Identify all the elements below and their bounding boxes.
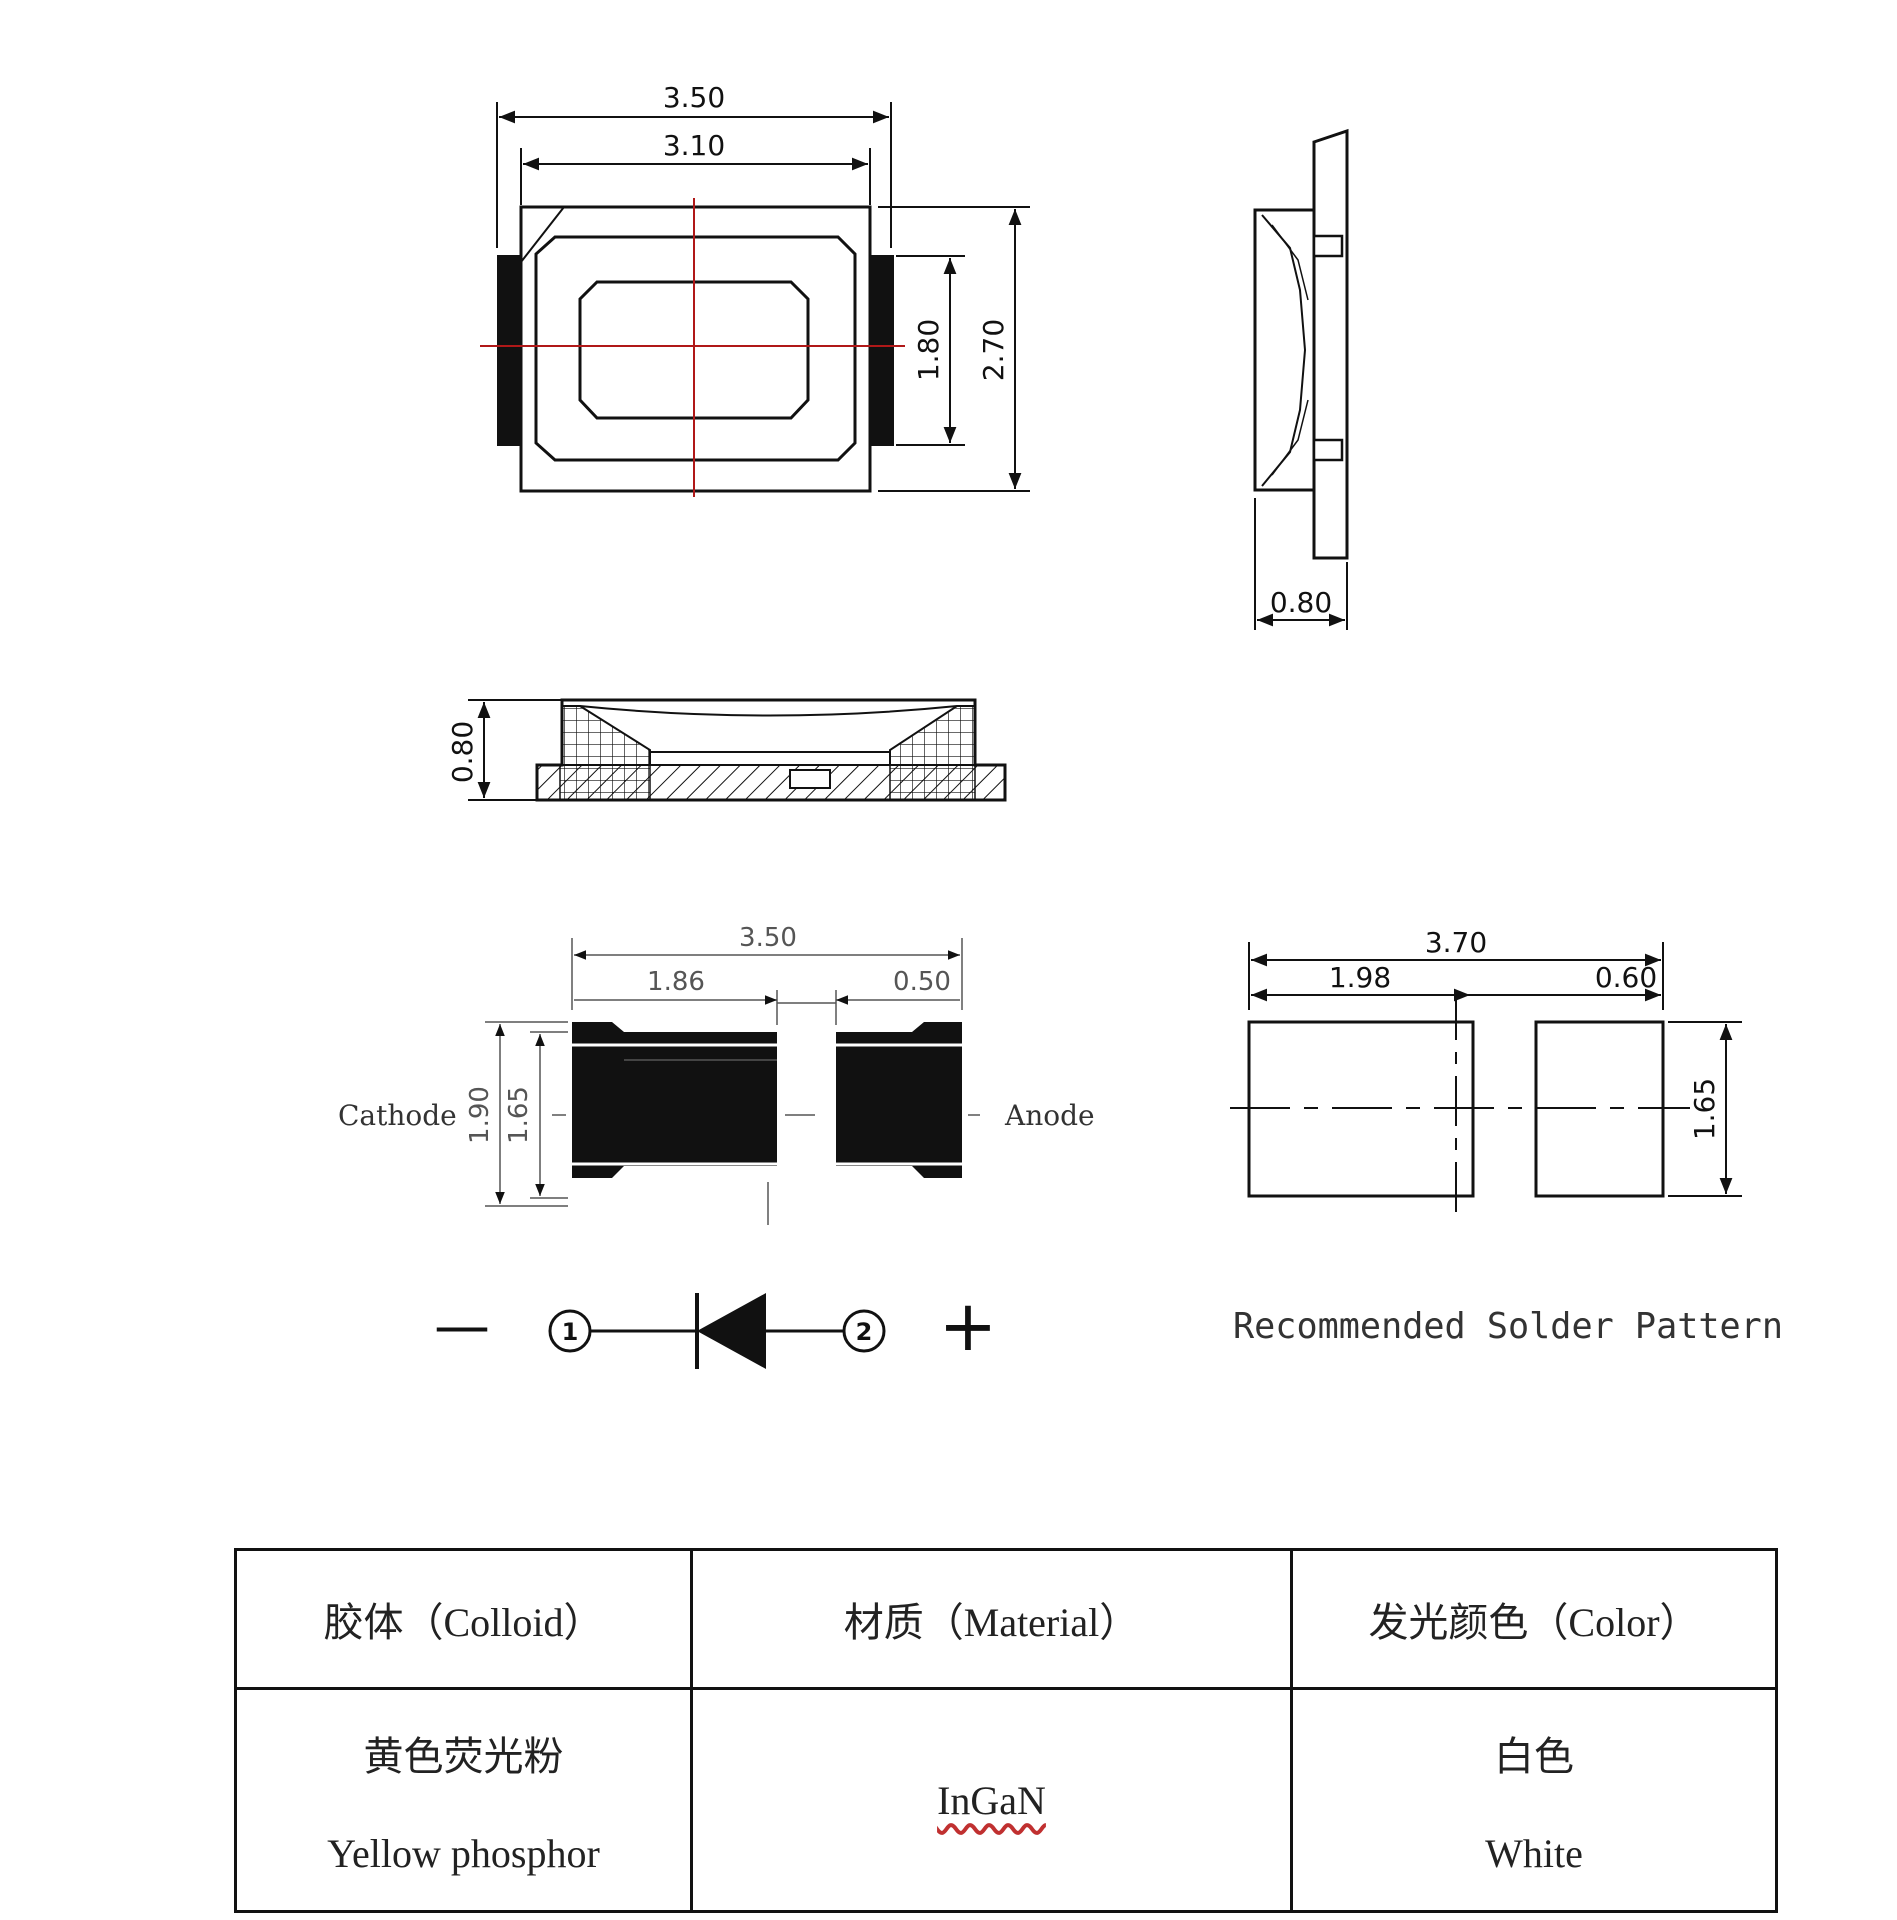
spec-table-header-row: 胶体（Colloid） 材质（Material） 发光颜色（Color）: [234, 1548, 1778, 1690]
color-cn: 白色: [1494, 1733, 1574, 1780]
cell-color: 白色 White: [1290, 1687, 1778, 1913]
spec-table-row: 黄色荧光粉 Yellow phosphor InGaN 白色 White: [234, 1687, 1778, 1913]
reflector-cup: [534, 235, 857, 462]
front-section-view: 0.80: [446, 698, 1007, 802]
dim-cathode-pad: 1.86: [647, 967, 705, 997]
solder-pattern: 3.70 1.98 0.60 1.65 Recommended Solder P…: [1230, 926, 1783, 1347]
left-lead: [497, 255, 521, 446]
package-body: [519, 205, 872, 493]
pin-2-label: 2: [856, 1318, 873, 1346]
header-color: 发光颜色（Color）: [1290, 1548, 1778, 1690]
colloid-en: Yellow phosphor: [327, 1830, 600, 1876]
header-material: 材质（Material）: [690, 1548, 1293, 1690]
dim-width-body: 3.10: [663, 129, 725, 162]
led-package-drawing: 3.50 3.10 1.80 2.70: [338, 81, 1783, 1369]
plus-sign: +: [939, 1285, 998, 1367]
anode-pad: [836, 1022, 962, 1178]
led-chip: [789, 769, 831, 789]
material-value: InGaN: [937, 1777, 1046, 1823]
dim-height-outer: 2.70: [977, 319, 1010, 381]
color-en: White: [1485, 1830, 1583, 1876]
dim-pad-height: 1.65: [504, 1086, 534, 1144]
cell-colloid: 黄色荧光粉 Yellow phosphor: [234, 1687, 693, 1913]
dim-solder-left-pad: 1.98: [1329, 961, 1391, 994]
dim-front-thickness: 0.80: [446, 721, 479, 783]
pin-1-label: 1: [562, 1318, 579, 1346]
bottom-view: 3.50 1.86 0.50 1.90 1.65 Cathode Anode: [338, 923, 1095, 1225]
pin-2-marker: [842, 1309, 886, 1353]
top-view: 3.50 3.10 1.80 2.70: [480, 81, 1030, 497]
dim-side-thickness: 0.80: [1270, 586, 1332, 619]
cell-material: InGaN: [690, 1687, 1293, 1913]
header-colloid: 胶体（Colloid）: [234, 1548, 693, 1690]
dim-bottom-height: 1.90: [465, 1086, 495, 1144]
anode-label: Anode: [1004, 1099, 1095, 1132]
solder-pattern-caption: Recommended Solder Pattern: [1233, 1306, 1783, 1347]
spec-table: 胶体（Colloid） 材质（Material） 发光颜色（Color） 黄色荧…: [234, 1548, 1778, 1913]
colloid-cn: 黄色荧光粉: [363, 1733, 564, 1780]
lens-area: [578, 280, 810, 420]
right-lead: [870, 255, 894, 446]
diode-symbol: — 1 2 +: [434, 1285, 997, 1369]
dim-height-inner: 1.80: [912, 319, 945, 381]
side-view: 0.80: [1253, 128, 1349, 630]
dim-solder-height: 1.65: [1688, 1078, 1721, 1140]
dim-bottom-total: 3.50: [739, 923, 797, 953]
minus-sign: —: [434, 1294, 490, 1359]
dim-width-outer: 3.50: [663, 81, 725, 114]
cathode-label: Cathode: [338, 1099, 457, 1132]
diode-triangle: [697, 1293, 766, 1369]
dim-anode-pad: 0.50: [893, 967, 951, 997]
dim-solder-total: 3.70: [1425, 926, 1487, 959]
dim-solder-right-pad: 0.60: [1595, 961, 1657, 994]
